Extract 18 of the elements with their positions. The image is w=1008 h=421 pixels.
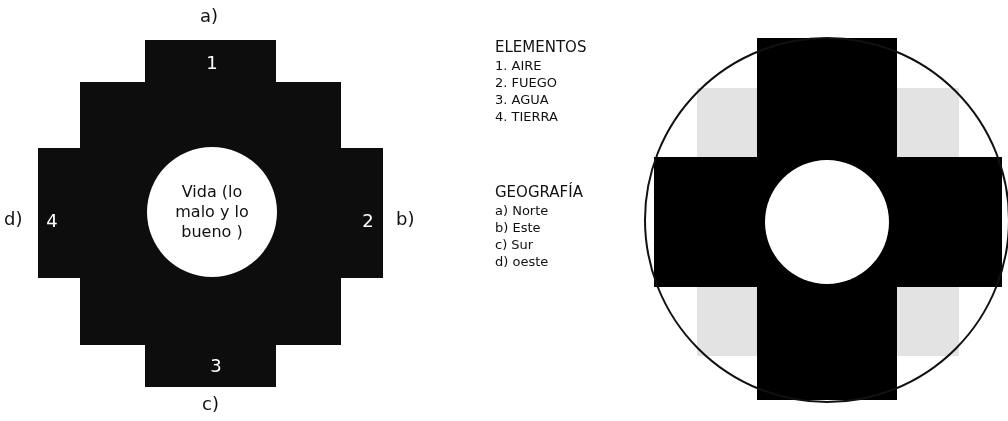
legend-item: d) oeste <box>495 254 549 270</box>
legend-heading: GEOGRAFÍA <box>495 183 583 201</box>
legend-item: 1. AIRE <box>495 58 542 74</box>
legend-item: 2. FUEGO <box>495 75 558 91</box>
legend-item: b) Este <box>495 220 541 236</box>
legend-item: 4. TIERRA <box>495 109 558 125</box>
direction-label: a) <box>200 5 219 26</box>
direction-label: c) <box>202 393 219 414</box>
legend-item: a) Norte <box>495 203 549 219</box>
legend-item: c) Sur <box>495 237 534 253</box>
number-label: 3 <box>210 354 222 376</box>
number-label: 2 <box>362 209 374 231</box>
direction-label: d) <box>4 208 23 229</box>
legend-heading: ELEMENTOS <box>495 38 587 56</box>
number-label: 4 <box>46 209 58 231</box>
legend-item: 3. AGUA <box>495 92 549 108</box>
direction-label: b) <box>396 208 415 229</box>
number-label: 1 <box>206 51 218 73</box>
